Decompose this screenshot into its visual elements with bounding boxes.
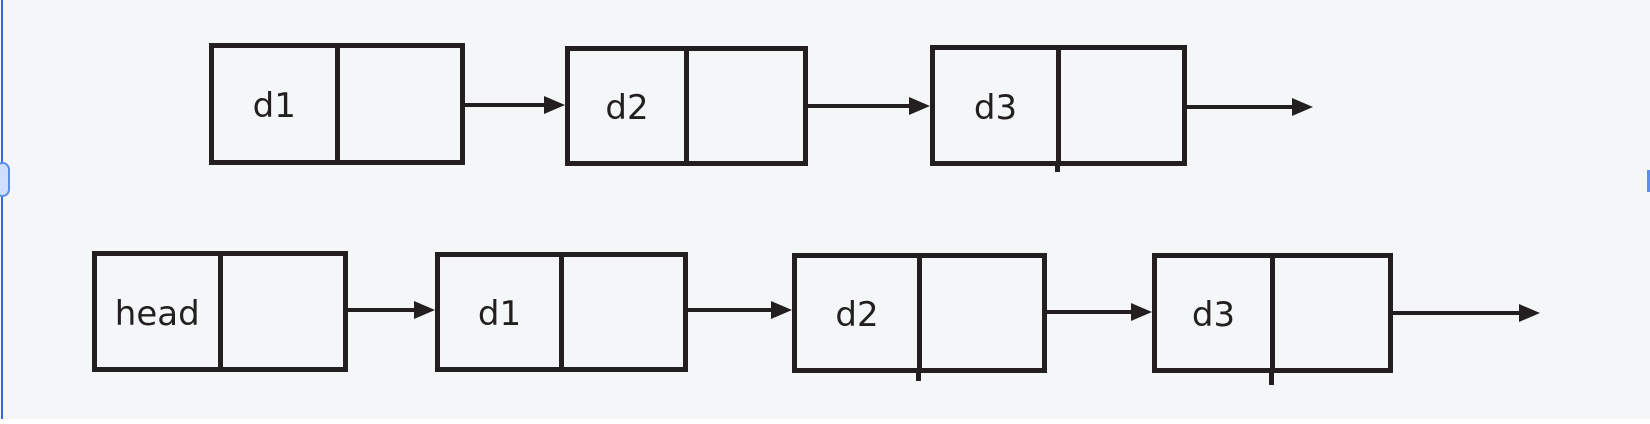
arrow-shaft: [348, 308, 419, 312]
arrow-head-icon: [771, 301, 792, 319]
node-pointer-cell: [340, 48, 461, 160]
node-data-cell: d3: [935, 50, 1061, 161]
canvas-bottom-edge: [0, 419, 1650, 424]
node-data-cell: d1: [214, 48, 340, 160]
canvas-left-edge-line: [1, 0, 3, 419]
arrow-shaft: [808, 104, 914, 108]
arrow-head-icon: [1292, 98, 1313, 116]
node-pointer-cell: [564, 257, 683, 367]
arrow-shaft: [1047, 310, 1136, 314]
left-resize-handle[interactable]: [0, 162, 10, 197]
node-pointer-cell: [689, 51, 803, 161]
node-pointer-cell: [1061, 50, 1182, 161]
arrow-head-icon: [414, 301, 435, 319]
node-data-cell: d3: [1157, 258, 1275, 368]
node-label: d2: [605, 88, 649, 128]
node-label: d2: [835, 295, 879, 335]
arrow-head-icon: [1519, 304, 1540, 322]
divider-stroke-overshoot: [915, 373, 921, 381]
node-data-cell: head: [97, 256, 223, 367]
node-pointer-cell: [223, 256, 344, 367]
node-data-cell: d2: [797, 258, 922, 368]
arrow-shaft: [688, 308, 776, 312]
node-pointer-cell: [922, 258, 1042, 368]
arrow-head-icon: [544, 96, 565, 114]
node-pointer-cell: [1275, 258, 1388, 368]
node-label: d3: [973, 87, 1018, 128]
arrow-shaft: [465, 103, 549, 107]
list-node-d1-row1[interactable]: d1: [209, 43, 465, 165]
node-label: head: [114, 293, 200, 334]
list-node-d3-row1[interactable]: d3: [930, 45, 1187, 172]
divider-stroke-overshoot: [1268, 373, 1274, 385]
list-node-d2-row1[interactable]: d2: [565, 46, 808, 166]
arrow-head-icon: [909, 97, 930, 115]
node-label: d3: [1191, 295, 1236, 335]
arrow-shaft: [1187, 105, 1297, 109]
arrow-head-icon: [1131, 303, 1152, 321]
node-label: d1: [477, 294, 522, 334]
list-node-d2-row2[interactable]: d2: [792, 253, 1047, 381]
node-data-cell: d1: [440, 257, 564, 367]
list-node-d1-row2[interactable]: d1: [435, 252, 688, 372]
list-node-d3-row2[interactable]: d3: [1152, 253, 1393, 385]
right-resize-handle[interactable]: [1647, 170, 1650, 192]
divider-stroke-overshoot: [1054, 166, 1060, 172]
node-label: d1: [252, 86, 296, 126]
list-node-head-row2[interactable]: head: [92, 251, 348, 372]
arrow-shaft: [1393, 311, 1524, 315]
node-data-cell: d2: [570, 51, 689, 161]
